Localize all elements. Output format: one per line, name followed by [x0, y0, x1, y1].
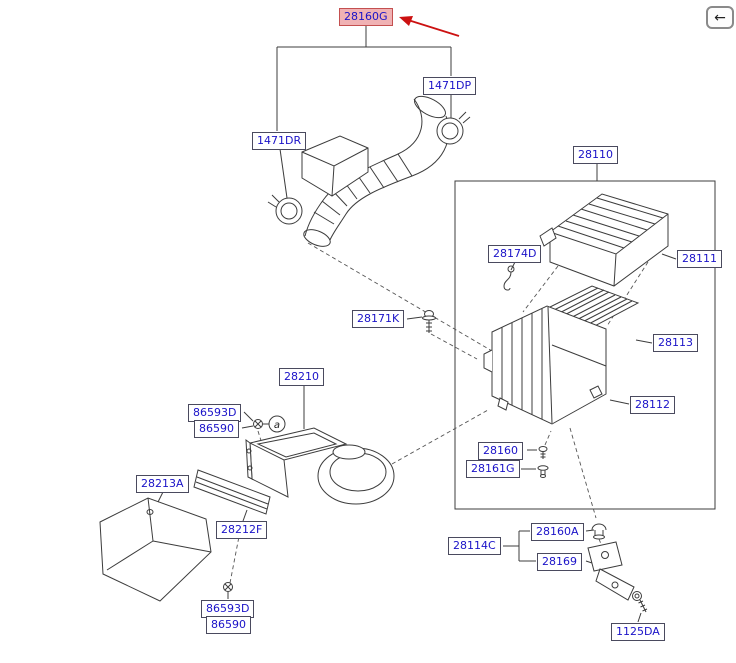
- part-label-28110[interactable]: 28110: [573, 146, 618, 164]
- part-label-28161G[interactable]: 28161G: [466, 460, 520, 478]
- part-label-86590-lower[interactable]: 86590: [206, 616, 251, 634]
- air-duct-drawing: [245, 427, 395, 505]
- air-cleaner-cover-drawing: [539, 193, 669, 287]
- part-label-28160[interactable]: 28160: [478, 442, 523, 460]
- screw-drawing-lower: [223, 582, 233, 592]
- back-button[interactable]: ←: [706, 6, 734, 29]
- part-label-28114C[interactable]: 28114C: [448, 537, 501, 555]
- selection-arrow: [399, 16, 460, 37]
- callout-a-letter: a: [274, 420, 280, 431]
- screw-drawing-upper: [253, 419, 263, 429]
- part-label-28212F[interactable]: 28212F: [216, 521, 268, 539]
- bracket-drawing-28169: [587, 541, 635, 601]
- grommet-drawing-28160A: [591, 523, 607, 540]
- hose-clip-drawing: [503, 265, 515, 291]
- bracket-drawing-28212F: [193, 469, 271, 515]
- part-label-28160G[interactable]: 28160G: [339, 8, 393, 26]
- part-label-1471DP[interactable]: 1471DP: [423, 77, 477, 95]
- part-label-28171K[interactable]: 28171K: [352, 310, 405, 328]
- part-label-28111[interactable]: 28111: [677, 250, 722, 268]
- bolt-drawing-1125DA: [632, 591, 648, 613]
- part-label-28174D[interactable]: 28174D: [488, 245, 542, 263]
- air-intake-hose-drawing: [301, 95, 450, 247]
- shield-drawing-28213A: [99, 497, 212, 602]
- hose-clamp-upper-drawing: [436, 111, 471, 145]
- back-arrow-icon: ←: [714, 9, 726, 26]
- part-label-28112[interactable]: 28112: [630, 396, 675, 414]
- hose-clamp-lower-drawing: [267, 194, 303, 225]
- part-label-86593D-lower[interactable]: 86593D: [201, 600, 255, 618]
- part-label-1125DA[interactable]: 1125DA: [611, 623, 665, 641]
- air-cleaner-body-drawing: [483, 305, 607, 425]
- part-label-28169[interactable]: 28169: [537, 553, 582, 571]
- callout-a: a: [268, 415, 286, 433]
- part-label-28210[interactable]: 28210: [279, 368, 324, 386]
- part-label-86590-upper[interactable]: 86590: [194, 420, 239, 438]
- assembly-group-box: [454, 180, 716, 510]
- part-label-28160A[interactable]: 28160A: [531, 523, 584, 541]
- bolt-drawing-28171K: [422, 310, 436, 333]
- part-label-28213A[interactable]: 28213A: [136, 475, 189, 493]
- part-label-28113[interactable]: 28113: [653, 334, 698, 352]
- leader-lines: [157, 25, 677, 623]
- grommet-drawing-28161G: [537, 465, 549, 478]
- part-label-1471DR[interactable]: 1471DR: [252, 132, 307, 150]
- bolt-drawing-28160: [538, 446, 548, 459]
